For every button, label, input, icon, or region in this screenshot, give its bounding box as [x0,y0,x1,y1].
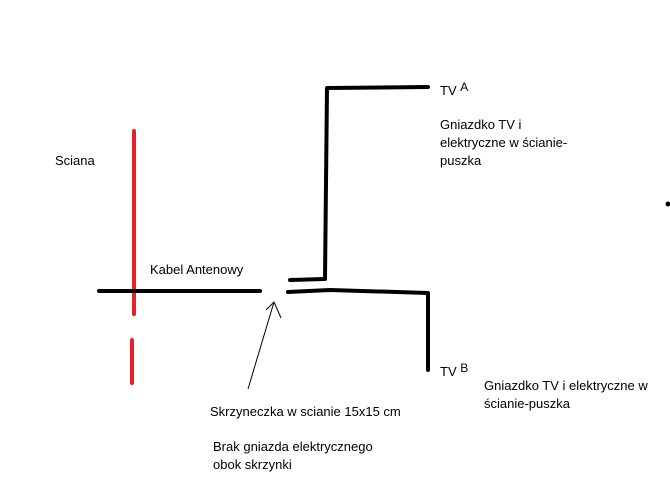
wall-label: Sciana [55,153,95,168]
tv-b-desc-line-1: Gniazdko TV i elektryczne w [484,378,648,393]
no-socket-note: Brak gniazda elektrycznego obok skrzynki [213,438,413,474]
box-label: Skrzyneczka w scianie 15x15 cm [210,404,401,419]
tv-b-label: TV B [440,361,469,381]
tv-b-description: Gniazdko TV i elektryczne w ścianie-pusz… [484,377,664,413]
arrow-head [265,301,282,319]
no-socket-line-1: Brak gniazda elektrycznego [213,439,373,454]
tv-a-desc-line-2: elektryczne w ścianie- [440,135,568,150]
tv-b-letter: B [460,361,469,375]
tv-a-letter: A [460,80,469,94]
cable-branch-to-tv-a [288,85,430,282]
tv-b-desc-line-2: ścianie-puszka [484,396,570,411]
tv-a-desc-line-1: Gniazdko TV i [440,117,522,132]
cable-label: Kabel Antenowy [150,262,244,277]
arrow-shaft [247,301,275,390]
tv-a-description: Gniazdko TV i elektryczne w ścianie- pus… [440,116,600,170]
tv-b-prefix: TV [440,364,457,379]
tv-a-desc-line-3: puszka [440,153,482,168]
no-socket-line-2: obok skrzynki [213,457,292,472]
tv-a-prefix: TV [440,83,457,98]
stray-dot [665,201,670,207]
tv-a-label: TV A [440,80,469,100]
cable-segment-to-tv-b [286,288,430,372]
